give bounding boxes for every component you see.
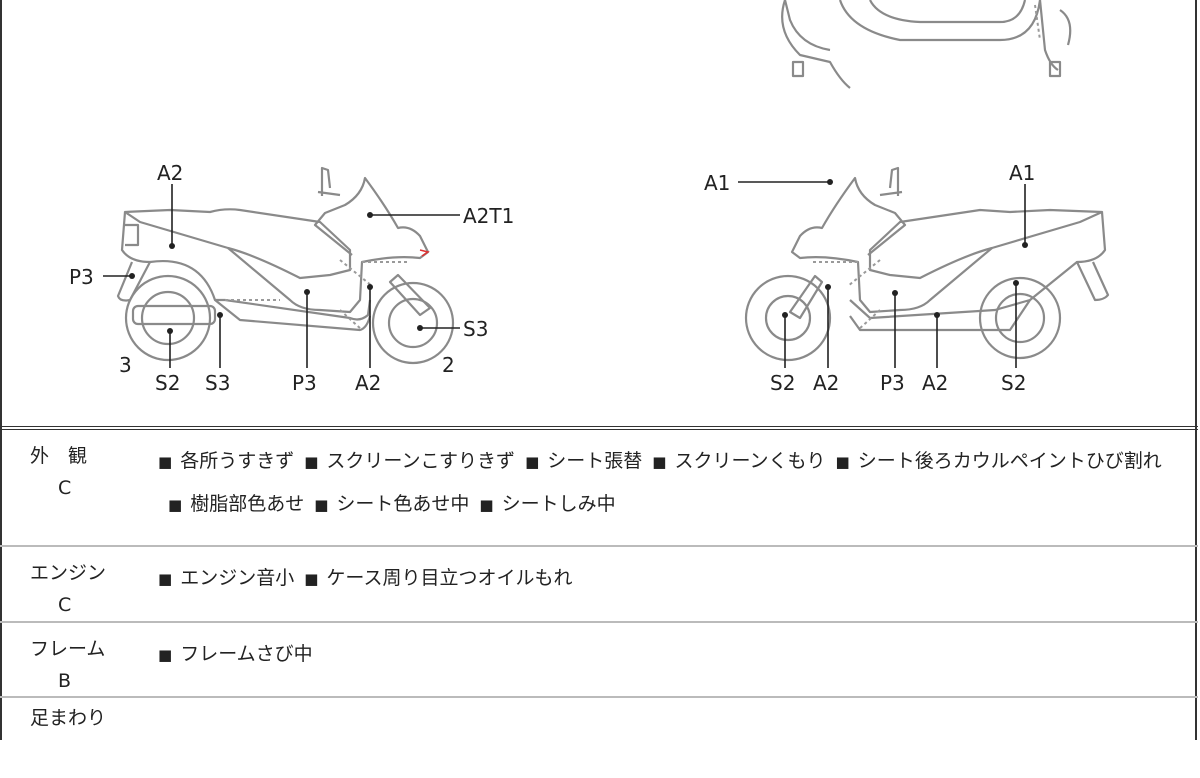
bullet-icon: ■ xyxy=(652,453,667,471)
issue-item: シート色あせ中 xyxy=(336,493,470,515)
bullet-icon: ■ xyxy=(304,570,319,588)
row-engine: エンジン C ■ エンジン音小 ■ ケース周り目立つオイルもれ xyxy=(0,547,1198,623)
bullet-icon: ■ xyxy=(525,453,540,471)
sheet-frame xyxy=(0,0,1197,740)
scooter-left-side xyxy=(116,166,455,365)
row-frame: フレーム B ■ フレームさび中 xyxy=(0,623,1198,698)
label-p3: P3 xyxy=(880,371,905,395)
scooter-right-side xyxy=(744,166,1110,362)
damage-diagram: A2 A2T1 P3 S3 3 2 S2 S3 P3 A2 A1 A1 xyxy=(69,0,1110,395)
label-p3: P3 xyxy=(292,371,317,395)
label-p3: P3 xyxy=(69,265,94,289)
bullet-icon: ■ xyxy=(158,646,173,664)
label-s2: S2 xyxy=(770,371,795,395)
label-a2: A2 xyxy=(813,371,839,395)
bullet-icon: ■ xyxy=(158,453,173,471)
row-suspension: 足まわり xyxy=(0,698,1198,778)
issue-item: スクリーンくもり xyxy=(674,450,826,472)
label-a2: A2 xyxy=(355,371,381,395)
right-labels: A1 A1 S2 A2 P3 A2 S2 xyxy=(704,161,1035,395)
row-label: エンジン xyxy=(30,562,107,584)
label-number-rear: 3 xyxy=(119,353,132,377)
bullet-icon: ■ xyxy=(168,496,183,514)
bullet-icon: ■ xyxy=(304,453,319,471)
row-items: ■ 各所うすきず ■ スクリーンこすりきず ■ シート張替 ■ スクリーンくもり ■ シート後ろカ… xyxy=(158,430,1198,526)
scooter-top-view xyxy=(781,0,1072,89)
inspection-table: 外 観 C ■ 各所うすきず ■ スクリーンこすりきず ■ シート張替 ■ スクリーンくもり ■ シ… xyxy=(0,426,1198,778)
issue-item: エンジン音小 xyxy=(180,567,295,589)
label-s2: S2 xyxy=(1001,371,1026,395)
row-label: フレーム xyxy=(30,638,106,660)
bullet-icon: ■ xyxy=(158,570,173,588)
row-exterior: 外 観 C ■ 各所うすきず ■ スクリーンこすりきず ■ シート張替 ■ スクリーンくもり ■ シ… xyxy=(0,430,1198,547)
bullet-icon: ■ xyxy=(835,453,850,471)
row-label: 足まわり xyxy=(30,707,107,729)
issue-item: シート後ろカウルペイントひび割れ xyxy=(857,450,1162,472)
label-a1: A1 xyxy=(1009,161,1035,185)
issue-item: 樹脂部色あせ xyxy=(190,493,305,515)
issue-item: スクリーンこすりきず xyxy=(326,450,516,472)
row-grade: B xyxy=(58,670,72,692)
left-labels: A2 A2T1 P3 S3 3 2 S2 S3 P3 A2 xyxy=(69,161,514,395)
issue-item: シートしみ中 xyxy=(501,493,616,515)
row-grade: C xyxy=(58,477,72,499)
bullet-icon: ■ xyxy=(314,496,329,514)
label-a2t1: A2T1 xyxy=(463,204,514,228)
row-items: ■ フレームさび中 xyxy=(158,623,1198,676)
issue-item: シート張替 xyxy=(547,450,643,472)
label-a2: A2 xyxy=(922,371,948,395)
issue-item: フレームさび中 xyxy=(180,643,313,665)
row-items: ■ エンジン音小 ■ ケース周り目立つオイルもれ xyxy=(158,547,1198,600)
label-s3: S3 xyxy=(205,371,230,395)
issue-item: 各所うすきず xyxy=(180,450,295,472)
label-s3: S3 xyxy=(463,317,488,341)
row-label: 外 観 xyxy=(30,445,88,467)
label-a2: A2 xyxy=(157,161,183,185)
label-a1: A1 xyxy=(704,171,730,195)
label-number-front: 2 xyxy=(442,353,455,377)
bullet-icon: ■ xyxy=(479,496,494,514)
label-s2: S2 xyxy=(155,371,180,395)
issue-item: ケース周り目立つオイルもれ xyxy=(326,567,573,589)
row-grade: C xyxy=(58,594,72,616)
